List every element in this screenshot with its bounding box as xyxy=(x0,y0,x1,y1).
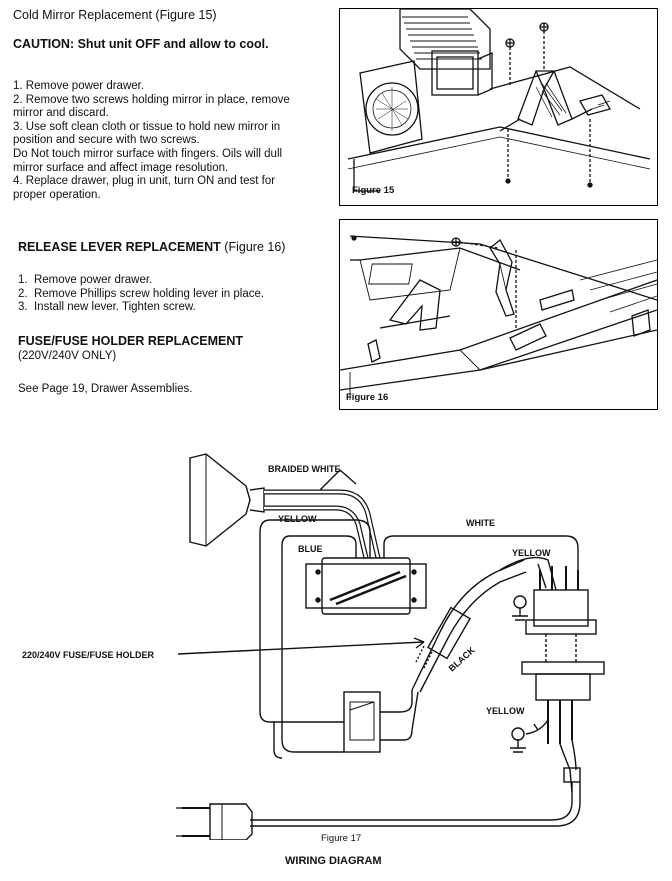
figure-15-box: Figure 15 xyxy=(339,8,658,206)
list-item: 3. Use soft clean cloth or tissue to hol… xyxy=(13,120,281,133)
release-lever-heading: RELEASE LEVER REPLACEMENT (Figure 16) xyxy=(18,240,286,255)
list-item: 1. Remove power drawer. xyxy=(18,274,153,286)
wire-label-black: BLACK xyxy=(447,645,477,674)
figure-17-label: Figure 17 xyxy=(321,833,362,844)
list-item: 1. Remove power drawer. xyxy=(13,80,145,92)
caution-line: CAUTION: Shut unit OFF and allow to cool… xyxy=(13,37,269,52)
list-item: mirror surface and affect image resoluti… xyxy=(13,161,229,174)
fuse-holder xyxy=(427,606,471,660)
transformer xyxy=(305,563,427,609)
caution-text: Shut unit OFF and allow to cool. xyxy=(77,37,269,51)
list-item: 2. Remove two screws holding mirror in p… xyxy=(13,93,290,106)
list-item: mirror and discard. xyxy=(13,107,109,120)
see-page-note: See Page 19, Drawer Assemblies. xyxy=(18,383,193,395)
figure-16-box: Figure 16 xyxy=(339,219,658,410)
cold-mirror-title: Cold Mirror Replacement xyxy=(13,8,152,22)
caution-label: CAUTION: xyxy=(13,37,75,51)
list-item: proper operation. xyxy=(13,188,101,201)
list-item: Do Not touch mirror surface with fingers… xyxy=(13,147,283,160)
rocker-switch xyxy=(343,691,381,753)
lamp-socket xyxy=(533,589,589,627)
release-lever-steps: 1. Remove power drawer. 2. Remove Philli… xyxy=(18,274,264,315)
figure-16-illustration xyxy=(340,235,657,400)
release-lever-fig-ref: (Figure 16) xyxy=(224,240,286,254)
wiring-diagram: BRAIDED WHITE YELLOW WHITE BLUE YELLOW 2… xyxy=(22,453,605,840)
wire-label-fuse-holder: 220/240V FUSE/FUSE HOLDER xyxy=(22,650,155,660)
wire-label-braided-white: BRAIDED WHITE xyxy=(268,464,341,474)
lamp-icon xyxy=(189,453,251,547)
wire-label-blue: BLUE xyxy=(298,544,323,554)
cold-mirror-fig-ref: (Figure 15) xyxy=(155,8,217,22)
fuse-holder-subtitle: (220V/240V ONLY) xyxy=(18,350,117,362)
fuse-holder-title: FUSE/FUSE HOLDER REPLACEMENT xyxy=(18,334,244,348)
figure-16-label: Figure 16 xyxy=(346,392,389,403)
list-item: 4. Replace drawer, plug in unit, turn ON… xyxy=(13,175,276,188)
figure-15-label: Figure 15 xyxy=(352,185,395,196)
wire-label-white: WHITE xyxy=(466,518,495,528)
list-item: 3. Install new lever. Tighten screw. xyxy=(18,301,196,314)
wire-label-yellow-top: YELLOW xyxy=(278,514,317,524)
list-item: position and secure with two screws. xyxy=(13,134,200,147)
release-lever-title: RELEASE LEVER REPLACEMENT xyxy=(18,240,221,254)
figure-15-illustration xyxy=(347,9,651,192)
cold-mirror-heading: Cold Mirror Replacement (Figure 15) xyxy=(13,8,217,23)
wiring-diagram-title: WIRING DIAGRAM xyxy=(285,855,382,867)
wire-label-yellow-right: YELLOW xyxy=(512,548,551,558)
power-plug-icon xyxy=(209,803,253,840)
cold-mirror-steps: 1. Remove power drawer. 2. Remove two sc… xyxy=(13,80,290,202)
wire-label-yellow-bottom: YELLOW xyxy=(486,706,525,716)
list-item: 2. Remove Phillips screw holding lever i… xyxy=(18,287,265,300)
